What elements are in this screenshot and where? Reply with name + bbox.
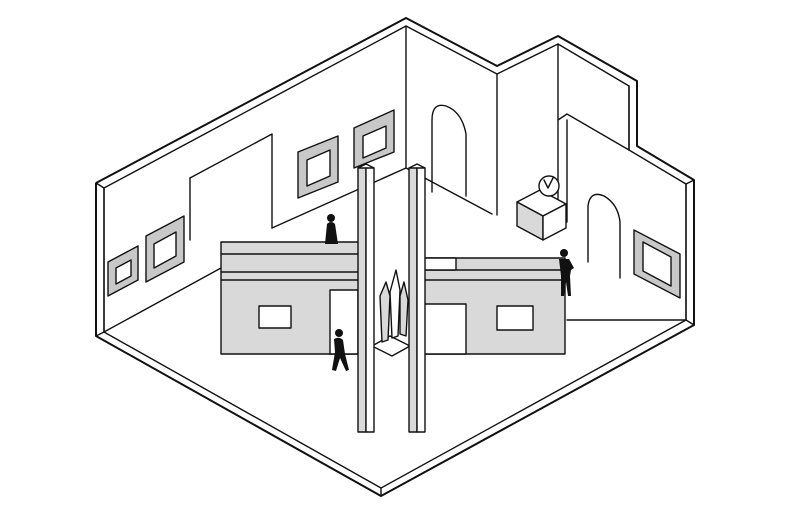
sculpture-group: [371, 269, 411, 357]
left-wall: [103, 25, 493, 333]
display-plinth: [516, 175, 567, 241]
artwork-frame: [297, 135, 339, 199]
column-right: [408, 163, 426, 433]
wall-panel-right: [423, 257, 566, 355]
arched-doorway-right: [587, 193, 621, 279]
outer-wall-shell: [95, 17, 695, 497]
artwork-frame: [107, 245, 139, 297]
artwork-frame: [633, 229, 681, 299]
visitor-figure: [332, 329, 349, 371]
artwork-frame: [353, 109, 395, 169]
arched-doorway-back: [431, 104, 467, 197]
right-wall: [496, 43, 687, 321]
column-left: [357, 163, 375, 433]
visitor-figure: [325, 214, 338, 244]
framed-artworks: [107, 109, 681, 299]
wall-panel-left: [220, 241, 360, 355]
visitor-figure: [559, 249, 574, 296]
artwork-frame: [145, 215, 185, 283]
visitor-figures: [325, 214, 574, 371]
